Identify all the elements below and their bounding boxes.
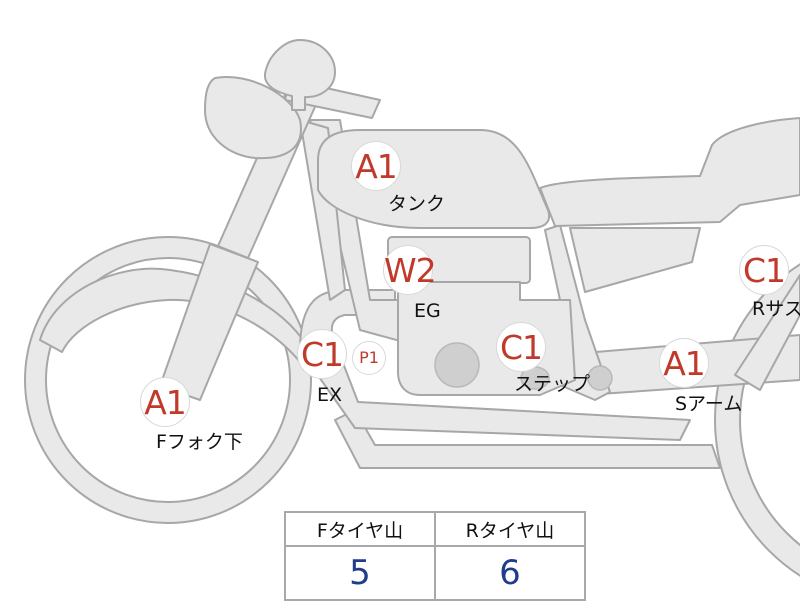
down-tube [299, 119, 346, 301]
step-label: ステップ [514, 373, 591, 395]
engine-label: EG [414, 300, 441, 322]
headlight [204, 76, 302, 160]
engine-cover [434, 342, 480, 388]
side-cover [569, 227, 701, 293]
swing-arm-label: Sアーム [675, 393, 743, 415]
fork-lower-grade-badge: A1 [140, 377, 190, 427]
front-tire-value: 5 [284, 545, 436, 601]
exhaust-extra-grade-badge: P1 [352, 341, 386, 375]
tire-tread-table: Fタイヤ山 Rタイヤ山 5 6 [284, 511, 586, 601]
rear-shock [734, 274, 800, 391]
tank-grade-badge: A1 [351, 141, 401, 191]
tire-table-header-row: Fタイヤ山 Rタイヤ山 [284, 511, 586, 547]
exhaust-label: EX [317, 384, 343, 406]
front-fork-lower [159, 243, 259, 401]
tank-label: タンク [388, 193, 446, 215]
rear-tire-value: 6 [434, 545, 586, 601]
swing-arm-grade-badge: A1 [659, 338, 709, 388]
mirror [263, 39, 336, 111]
engine-grade-badge: W2 [383, 245, 437, 295]
exhaust-grade-badge: C1 [297, 329, 347, 379]
rear-suspension-label: Rサス [752, 298, 800, 320]
tire-table-value-row: 5 6 [284, 545, 586, 601]
fork-lower-label: Fフォク下 [156, 431, 243, 453]
step-grade-badge: C1 [496, 322, 546, 372]
step-peg-rear [587, 365, 613, 391]
seat [539, 117, 800, 227]
rear-suspension-grade-badge: C1 [739, 245, 789, 295]
rear-tire-header: Rタイヤ山 [434, 511, 586, 547]
front-tire-header: Fタイヤ山 [284, 511, 436, 547]
